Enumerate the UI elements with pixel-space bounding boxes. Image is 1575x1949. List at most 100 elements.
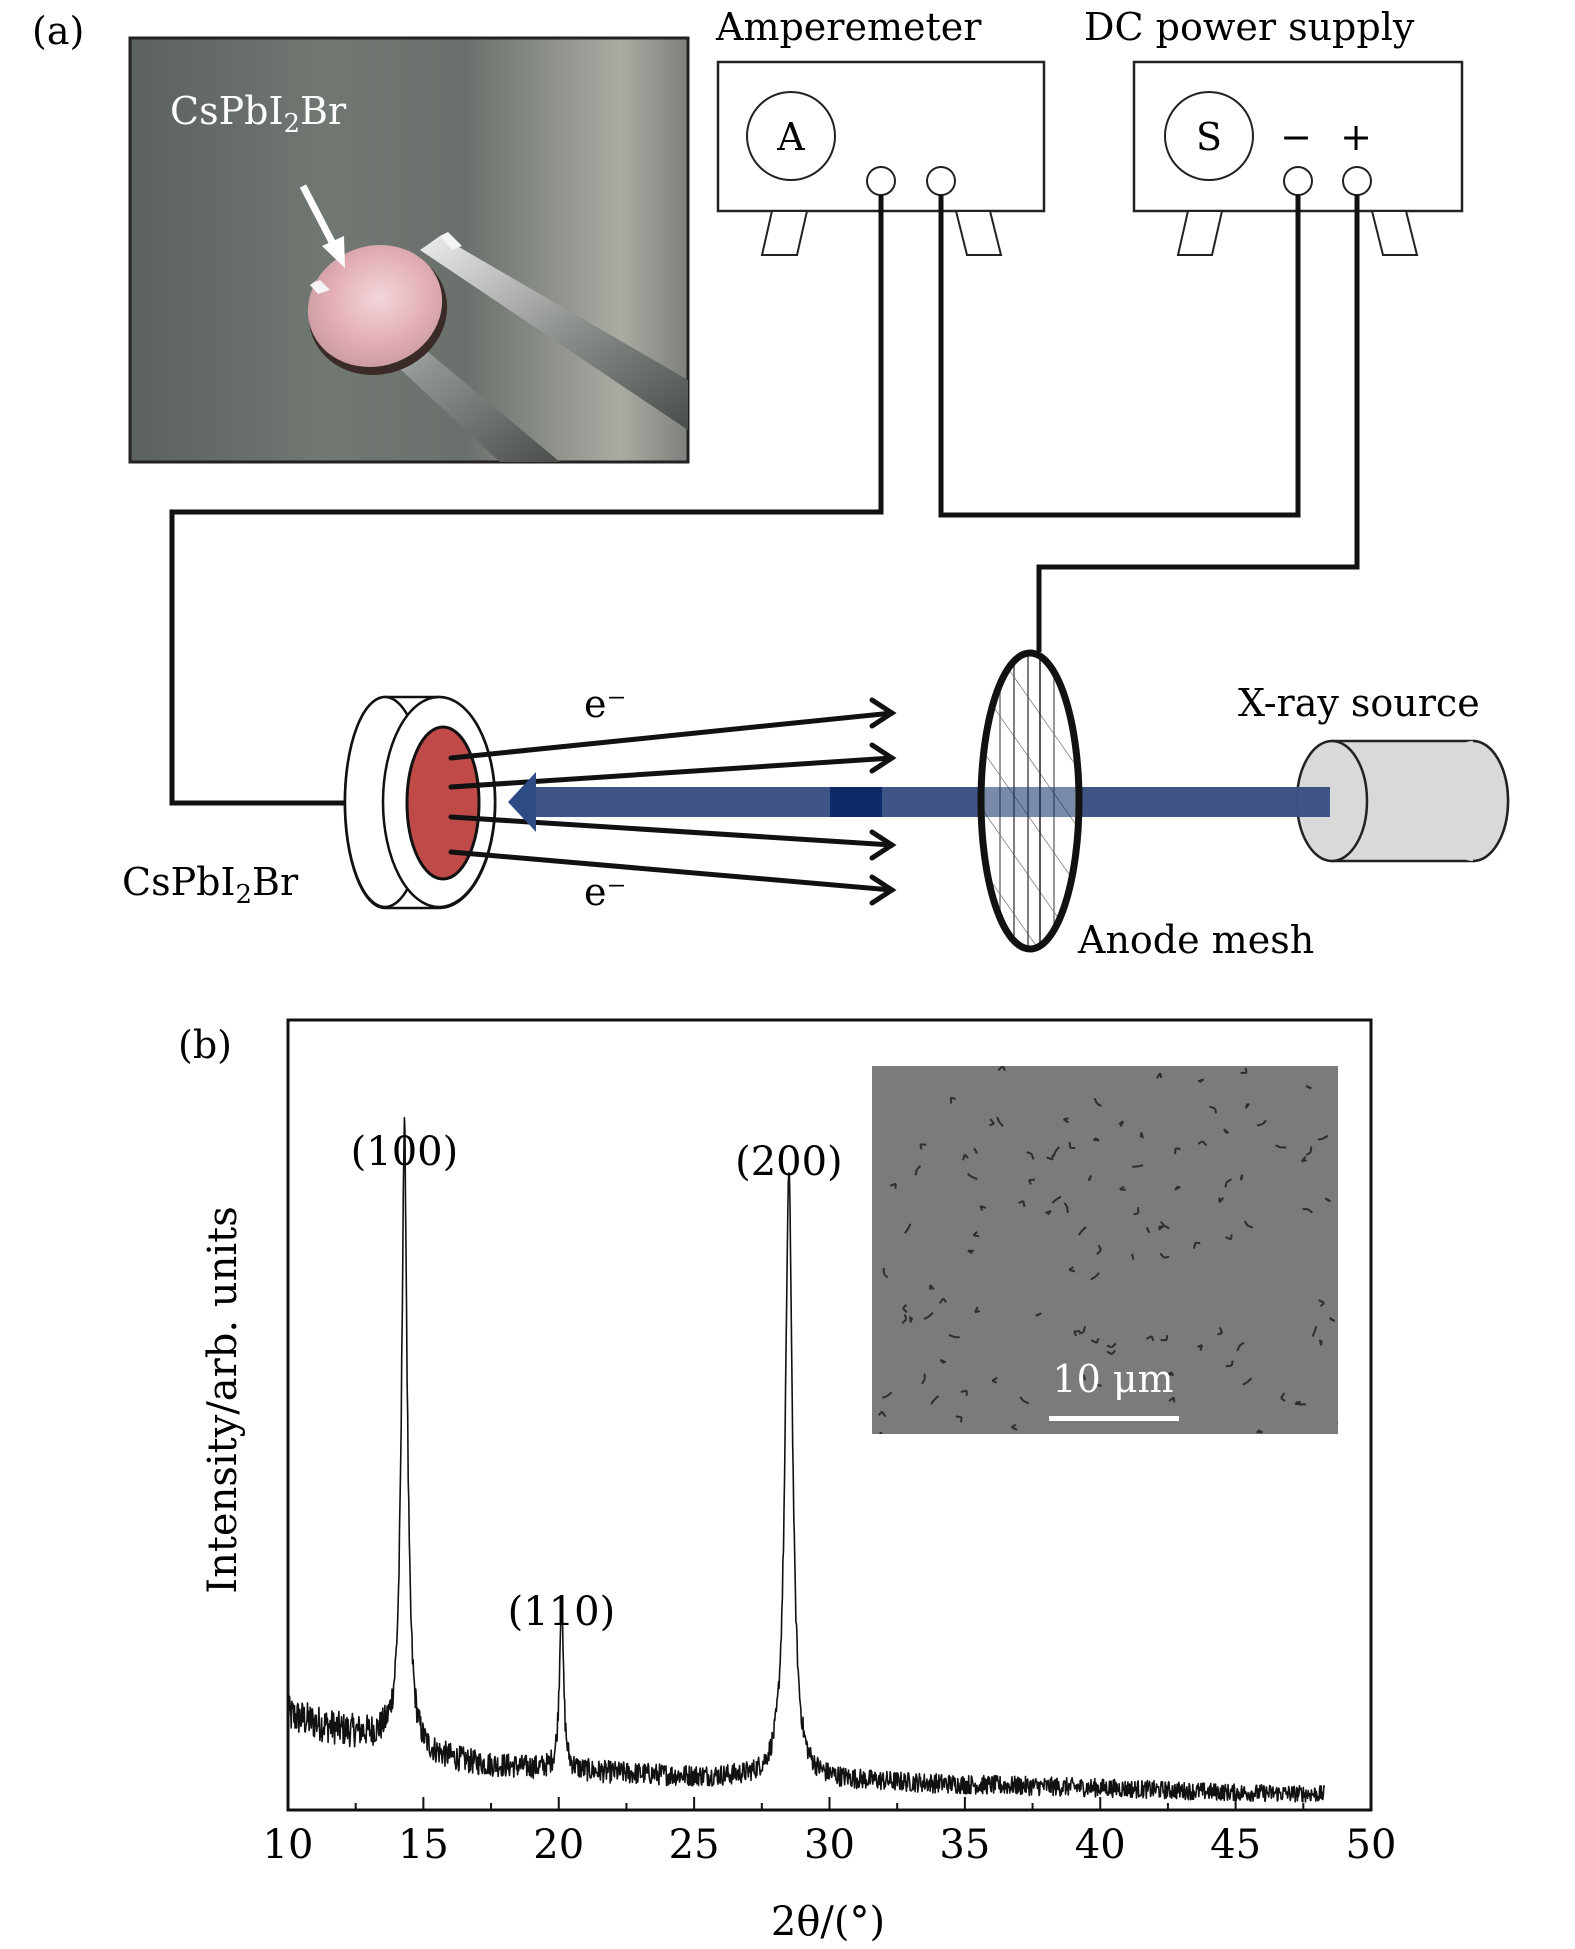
x-tick-label: 15: [398, 1822, 449, 1868]
xrd-series-line: [287, 1116, 1326, 1803]
y-axis-label: Intensity/arb. units: [200, 1206, 246, 1593]
sem-defect: [1106, 1342, 1117, 1349]
sem-defect: [1159, 1252, 1170, 1259]
scale-bar-label: 10 μm: [1052, 1357, 1173, 1401]
sem-defect: [966, 1173, 978, 1180]
sem-defect: [923, 1311, 934, 1320]
power-supply-symbol: S: [1196, 115, 1222, 159]
sem-defect: [1068, 1266, 1076, 1273]
sem-defect: [1318, 1339, 1323, 1346]
sem-defect: [1087, 1175, 1093, 1182]
sem-defect: [1052, 1146, 1060, 1157]
sem-defect: [919, 1143, 927, 1150]
scale-bar: [1049, 1416, 1179, 1421]
peak-annotation: (200): [735, 1139, 843, 1185]
power-supply-dial-icon: [1164, 91, 1254, 181]
electron-arrow-1-head: [869, 697, 897, 729]
sem-defect: [1209, 1105, 1217, 1114]
sem-defect: [949, 1096, 956, 1104]
xray-beam: [508, 772, 1330, 832]
sem-defect: [1046, 1154, 1054, 1161]
sem-defect: [1239, 1174, 1244, 1181]
sem-defect: [1218, 1197, 1225, 1204]
photo-arrow-shaft: [299, 184, 336, 244]
photo-sample-label: CsPbI2Br: [170, 89, 347, 139]
panel-b-label: (b): [178, 1023, 232, 1067]
power-supply-leg-right: [1370, 210, 1419, 256]
ammeter-terminal-2: [926, 166, 956, 196]
sem-defect: [1300, 1156, 1307, 1163]
dc-power-supply: DC power supply S − +: [1084, 5, 1464, 256]
sem-defect: [996, 1116, 1004, 1127]
sem-defect: [1192, 1241, 1201, 1249]
sem-defect: [979, 1205, 987, 1212]
sample-disk: CsPbI2Br: [122, 695, 497, 910]
sem-defect: [1217, 1327, 1224, 1336]
positive-terminal-label: +: [1340, 115, 1372, 159]
sem-defect: [1305, 1084, 1312, 1090]
electron-label-bottom: e⁻: [584, 870, 627, 914]
sem-defect: [1130, 1253, 1135, 1260]
sem-defect: [1156, 1072, 1163, 1079]
photo-sample-disk: [307, 245, 443, 367]
sem-defect: [1011, 1423, 1018, 1431]
sem-defect: [1077, 1226, 1087, 1236]
sem-defect: [1197, 1140, 1208, 1147]
sem-defect: [1324, 1197, 1331, 1203]
sem-defect: [1139, 1132, 1144, 1139]
sem-defect: [1062, 1117, 1070, 1124]
x-tick-label: 40: [1075, 1822, 1126, 1868]
x-tick-label: 30: [804, 1822, 855, 1868]
ammeter-terminal-1: [866, 166, 896, 196]
sem-defect: [1275, 1144, 1287, 1149]
sample-photo: CsPbI2Br: [128, 36, 690, 464]
sem-defect: [1145, 1335, 1155, 1342]
sem-defect: [1311, 1325, 1318, 1337]
electron-arrow-2-head: [869, 742, 897, 774]
electron-arrow-2: [448, 755, 895, 790]
sem-defect: [1244, 1102, 1250, 1109]
sem-defect: [974, 1306, 981, 1314]
sem-defect: [1256, 1119, 1267, 1127]
sem-defect: [882, 1267, 889, 1279]
sem-defect: [909, 1316, 914, 1323]
sem-defect: [1119, 1185, 1126, 1191]
sem-image: [872, 1066, 1338, 1434]
sem-defect: [1336, 1422, 1338, 1425]
x-tick-label: 35: [939, 1822, 990, 1868]
xray-source: X-ray source: [1238, 681, 1510, 863]
xray-source-label: X-ray source: [1238, 681, 1480, 725]
sem-defect: [929, 1284, 935, 1291]
photo-arrow-head: [322, 236, 345, 268]
sem-defect: [1317, 1134, 1329, 1141]
anode-mesh: Anode mesh: [977, 649, 1314, 962]
sem-defect: [1197, 1344, 1204, 1351]
sem-defect: [1160, 1221, 1170, 1230]
sem-defect: [1133, 1207, 1140, 1216]
sem-defect: [1318, 1299, 1325, 1308]
circuit-wires: [169, 195, 1360, 806]
sem-defect: [1236, 1341, 1245, 1352]
sem-defect: [960, 1389, 968, 1396]
sem-defect: [1329, 1317, 1336, 1322]
sem-defect: [1094, 1379, 1102, 1387]
sem-defect: [1240, 1067, 1248, 1074]
electron-arrow-1: [448, 710, 895, 761]
sem-defect: [1160, 1335, 1169, 1342]
sem-defect: [997, 1066, 1006, 1071]
ammeter-leg-right: [954, 210, 1003, 256]
peak-annotation: (100): [351, 1129, 459, 1175]
sem-defect: [973, 1147, 978, 1155]
sem-defect: [1197, 1078, 1205, 1083]
x-axis-label: 2θ/(°): [771, 1899, 885, 1945]
sem-defect: [1090, 1272, 1100, 1281]
sem-defect: [921, 1373, 926, 1385]
sem-defect: [1174, 1185, 1181, 1191]
sem-defect: [1096, 1244, 1102, 1256]
electron-arrow-4: [448, 849, 895, 893]
wire-ammeter-to-sample: [169, 195, 884, 806]
sem-defect: [939, 1358, 947, 1365]
electron-arrow-4-head: [869, 874, 897, 906]
sem-defect: [1090, 1337, 1100, 1344]
